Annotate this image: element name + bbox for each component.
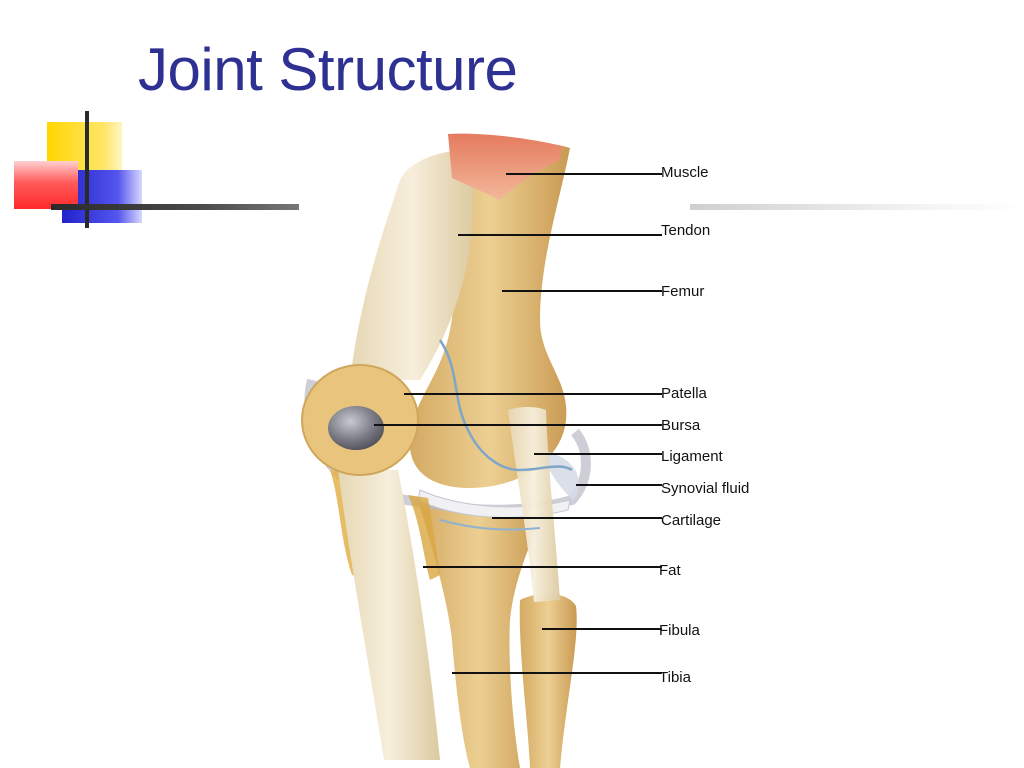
label-synovial-fluid: Synovial fluid	[661, 480, 750, 497]
blood-vessel-lower	[439, 519, 541, 531]
label-femur: Femur	[661, 283, 705, 300]
blood-vessel	[438, 339, 573, 472]
patellar-ligament	[338, 470, 440, 760]
femur-shape	[409, 143, 570, 488]
label-fibula: Fibula	[659, 622, 700, 639]
quad-tendon	[350, 150, 474, 380]
deco-horizontal-rule	[51, 204, 299, 210]
muscle-shape	[448, 133, 562, 200]
collateral-ligament	[508, 407, 560, 602]
synovial-cavity	[540, 450, 579, 500]
label-fat: Fat	[659, 562, 681, 579]
decorative-squares	[14, 111, 299, 228]
slide-title: Joint Structure	[138, 36, 518, 103]
label-patella: Patella	[661, 385, 707, 402]
bursa-shape	[328, 406, 384, 450]
label-cartilage: Cartilage	[661, 512, 722, 529]
fat-pad-right	[408, 495, 440, 580]
deco-red-square	[14, 161, 78, 209]
deco-vertical-rule	[85, 111, 89, 228]
decorative-rule-right	[690, 204, 1024, 210]
label-bursa: Bursa	[661, 417, 701, 434]
fibula-shape	[519, 593, 577, 768]
label-tendon: Tendon	[661, 222, 711, 239]
label-ligament: Ligament	[661, 448, 723, 465]
label-tibia: Tibia	[659, 669, 691, 686]
label-muscle: Muscle	[661, 164, 709, 181]
